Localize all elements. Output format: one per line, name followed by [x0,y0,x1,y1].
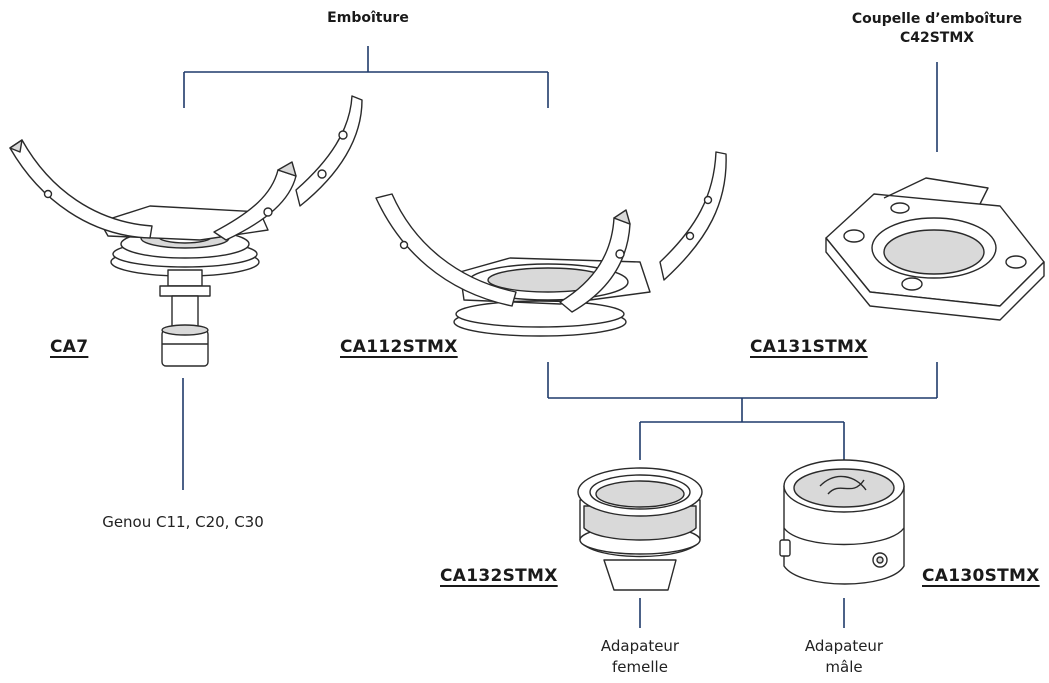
desc-male-line2: mâle [784,657,904,678]
code-ca130stmx: CA130STMX [922,566,1040,586]
code-ca7: CA7 [50,337,88,357]
desc-genou: Genou C11, C20, C30 [88,512,278,533]
desc-femelle-line1: Adapateur [580,636,700,657]
heading-emboiture: Emboîture [318,9,418,28]
desc-male-line1: Adapateur [784,636,904,657]
code-ca132stmx: CA132STMX [440,566,558,586]
desc-adaptateur-male: Adapateur mâle [784,636,904,678]
desc-femelle-line2: femelle [580,657,700,678]
heading-coupelle-line1: Coupelle d’emboîture [847,10,1027,29]
heading-coupelle-line2: C42STMX [847,29,1027,48]
heading-coupelle: Coupelle d’emboîture C42STMX [847,10,1027,48]
desc-adaptateur-femelle: Adapateur femelle [580,636,700,678]
code-ca131stmx: CA131STMX [750,337,868,357]
code-ca112stmx: CA112STMX [340,337,458,357]
